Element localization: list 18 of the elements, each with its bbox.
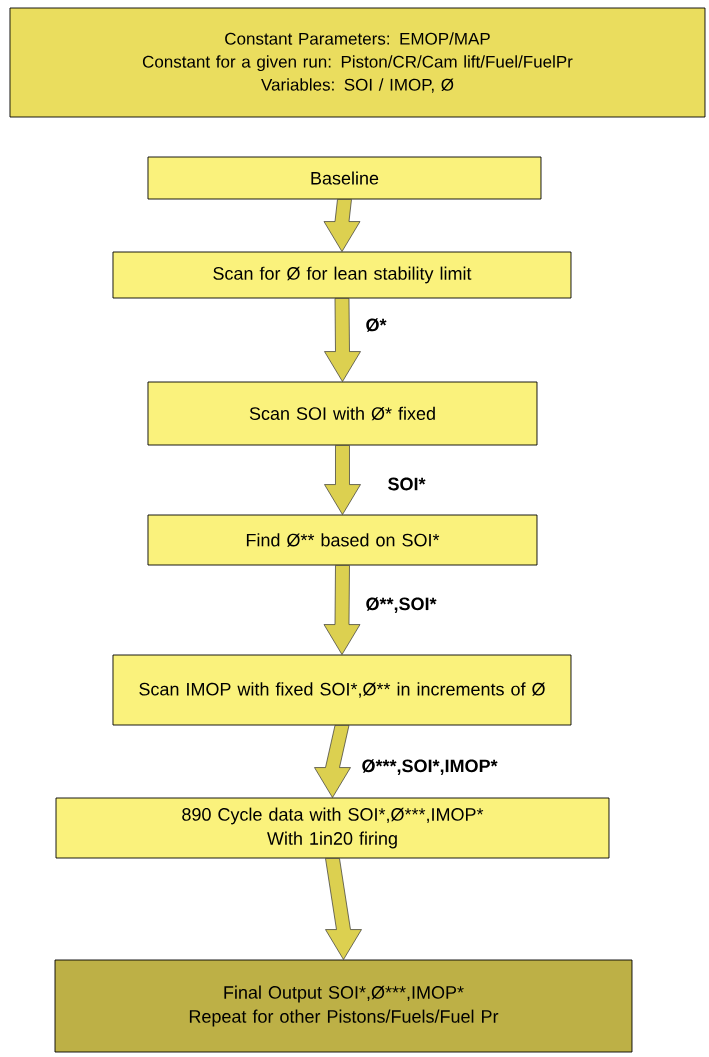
block-arrow — [325, 858, 362, 960]
process-box: Scan for Ø for lean stability limit — [112, 251, 572, 299]
process-box: Scan SOI with Ø* fixed — [147, 381, 538, 446]
block-arrow — [323, 565, 361, 655]
edge-label: Ø* — [366, 318, 387, 332]
block-arrow — [324, 298, 361, 382]
edge-label: Ø***,SOI*,IMOP* — [362, 759, 498, 775]
edge-label: SOI* — [388, 477, 426, 491]
process-box: Baseline — [147, 156, 542, 200]
process-box: 890 Cycle data with SOI*,Ø***,IMOP* With 1in20 firing — [55, 797, 610, 859]
block-arrow — [323, 199, 361, 252]
process-box: Find Ø** based on SOI* — [147, 514, 538, 566]
block-arrow — [314, 725, 351, 798]
edge-label: Ø**,SOI* — [366, 597, 437, 613]
parameters-box: Constant Parameters: EMOP/MAP Constant for a given run: Piston/CR/Cam lift/Fuel/FuelPr Variables: SOI / IMOP, Ø — [9, 7, 706, 118]
block-arrow — [324, 445, 361, 515]
process-box: Scan IMOP with fixed SOI*,Ø** in increments of Ø — [112, 654, 572, 726]
output-box: Final Output SOI*,Ø***,IMOP* Repeat for other Pistons/Fuels/Fuel Pr — [54, 959, 633, 1053]
